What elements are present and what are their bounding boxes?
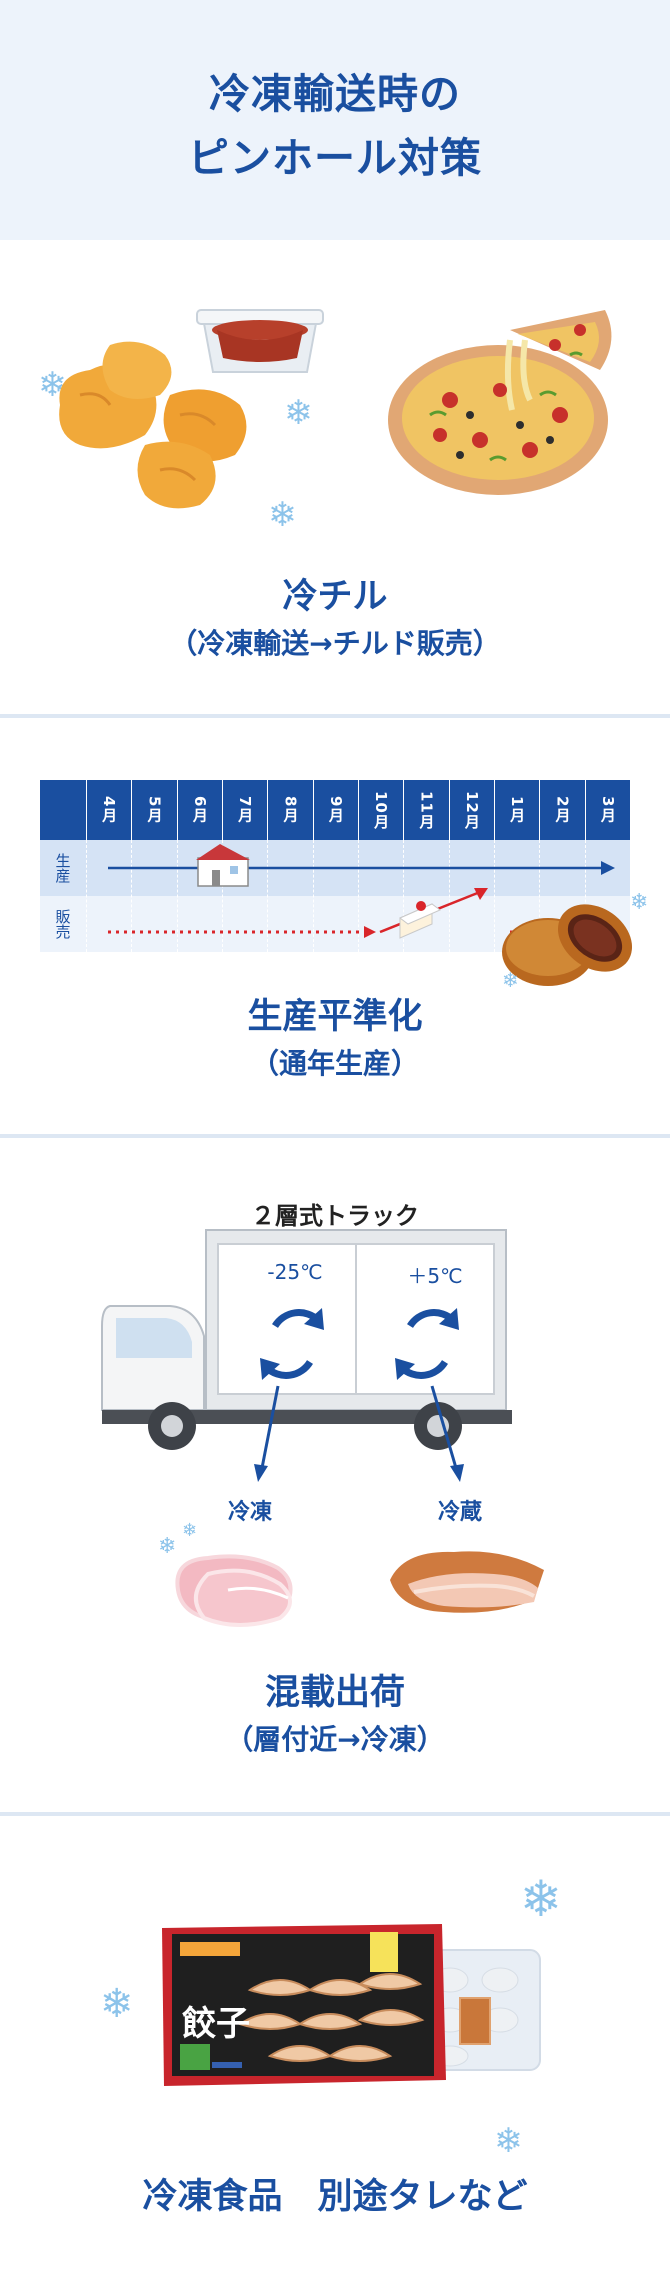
month-cell: 8月: [267, 780, 313, 840]
month-header-row: [40, 780, 630, 840]
grid-line: [222, 840, 223, 952]
sales-rise-arrowhead: [474, 888, 488, 900]
month-cell: 10月: [358, 780, 404, 840]
cake-icon: [399, 901, 441, 939]
grid-line: [131, 840, 133, 952]
snowflake-icon: ❄: [100, 1981, 134, 2027]
snowflake-icon: ❄: [182, 1520, 198, 1541]
grid-line: [176, 840, 178, 952]
grid-line: [584, 840, 586, 952]
month-cell: 7月: [222, 780, 268, 840]
row-label-production: 生産: [53, 853, 72, 883]
caption-production-leveling-sub: （通年生産）: [250, 1047, 419, 1080]
snowflake-icon: ❄: [630, 890, 649, 915]
snowflake-icon: ❄: [494, 2121, 523, 2161]
grid-line: [539, 840, 541, 952]
month-cell: 2月: [539, 780, 585, 840]
month-cell: 5月: [131, 780, 177, 840]
month-cell: 11月: [403, 780, 449, 840]
pizza-illustration: [388, 310, 612, 495]
dorayaki-illustration: [502, 904, 633, 986]
caption-frozen-food: 冷凍食品 別途タレなど: [142, 2177, 528, 2217]
header-banner: 冷凍輸送時の ピンホール対策: [0, 0, 670, 240]
month-cell: 6月: [176, 780, 223, 840]
section-divider: [0, 1812, 670, 1816]
grid-line: [403, 840, 405, 952]
chilled-bacon-illustration: [390, 1551, 544, 1613]
label-chilled: 冷蔵: [437, 1500, 482, 1525]
page-title-line1: 冷凍輸送時の: [209, 70, 461, 118]
caption-reichiru: 冷チル: [282, 577, 388, 617]
section-divider: [0, 714, 670, 718]
caption-production-leveling: 生産平準化: [247, 997, 423, 1037]
truck-title: ２層式トラック: [251, 1202, 419, 1230]
frozen-meat-illustration: [175, 1554, 293, 1627]
grid-line: [267, 840, 269, 952]
production-arrowhead: [601, 861, 615, 875]
snowflake-icon: ❄: [520, 1870, 562, 1928]
snowflake-icon: ❄: [268, 495, 297, 535]
snowflake-icon: ❄: [502, 968, 519, 992]
circulation-arrows: [254, 1308, 464, 1482]
temp-label-frozen: -25℃: [267, 1260, 323, 1284]
section-divider: [0, 1134, 670, 1138]
sales-arrowhead: [364, 926, 376, 938]
grid-line: [358, 840, 359, 952]
caption-reichiru-sub: （冷凍輸送→チルド販売）: [169, 627, 501, 660]
chicken-nuggets-illustration: [59, 341, 247, 509]
snowflake-icon: ❄: [284, 393, 313, 433]
label-frozen: 冷凍: [227, 1500, 272, 1525]
month-cell: 4月: [86, 780, 132, 840]
caption-mixed-shipping: 混載出荷: [264, 1673, 405, 1713]
month-cell: 12月: [448, 780, 495, 840]
arrow-to-chilled: [430, 1385, 458, 1469]
row-label-sales: 販売: [53, 909, 72, 939]
grid-line: [312, 840, 314, 952]
grid-line: [448, 840, 450, 952]
grid-line: [86, 840, 87, 952]
package-label: 餃子: [182, 2004, 250, 2044]
caption-mixed-shipping-sub: （層付近→冷凍）: [225, 1723, 445, 1756]
temp-label-chilled: ＋5℃: [407, 1264, 463, 1288]
month-cell: 3月: [584, 780, 631, 840]
month-cell: 1月: [494, 780, 540, 840]
page-title-line2: ピンホール対策: [188, 134, 482, 182]
sauce-cup-illustration: [196, 309, 324, 373]
factory-icon: [196, 844, 250, 887]
grid-line: [494, 840, 495, 952]
month-cell: 9月: [312, 780, 359, 840]
arrow-to-frozen: [260, 1385, 280, 1469]
gyoza-package-illustration: [162, 1924, 541, 2086]
snowflake-icon: ❄: [158, 1534, 177, 1559]
